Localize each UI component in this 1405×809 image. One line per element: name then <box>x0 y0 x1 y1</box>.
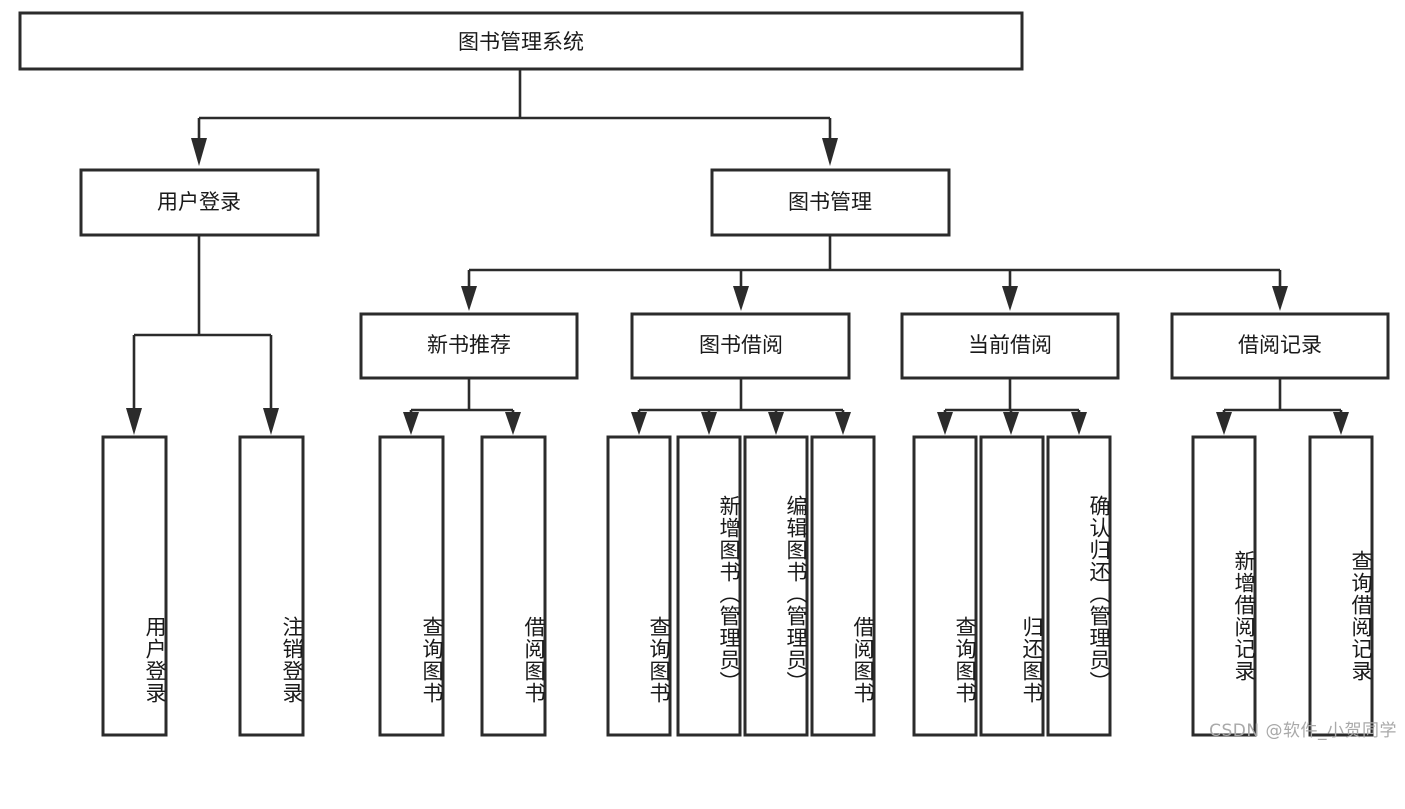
connector-group-book-management <box>461 234 1288 311</box>
arrow-head-leaf-add-record <box>1216 412 1232 435</box>
arrow-head-leaf-user-login <box>126 408 142 435</box>
diagram-canvas: 图书管理系统 用户登录 图书管理 新书推荐 图书借阅 当前借阅 借阅记录 <box>18 11 1390 737</box>
watermark-text: CSDN @软件_小贺同学 <box>1209 721 1397 741</box>
leaf-add-book-box[interactable] <box>676 435 742 737</box>
connector-group-current-borrow <box>937 379 1087 435</box>
node-book-management[interactable]: 图书管理 <box>710 168 951 237</box>
node-user-login-box[interactable] <box>79 168 320 237</box>
leaf-query-record-box[interactable] <box>1308 435 1374 737</box>
arrow-head-leaf-query-book-1 <box>403 412 419 435</box>
leaf-boxes <box>101 435 1374 737</box>
connector-group-new-book-recommend <box>403 379 521 435</box>
node-current-borrow-label: 当前借阅 <box>968 333 1052 357</box>
leaf-query-book-3-box[interactable] <box>912 435 978 737</box>
leaf-add-record-box[interactable] <box>1191 435 1257 737</box>
leaf-query-book-1-box[interactable] <box>378 435 445 737</box>
leaf-user-login-box[interactable] <box>101 435 168 737</box>
node-root-label: 图书管理系统 <box>458 30 584 54</box>
node-book-management-label: 图书管理 <box>788 190 872 214</box>
leaf-user-logout-box[interactable] <box>238 435 305 737</box>
connector-group-root <box>191 69 838 166</box>
leaf-borrow-book-1-box[interactable] <box>480 435 547 737</box>
arrow-head-leaf-query-record <box>1333 412 1349 435</box>
node-book-management-box[interactable] <box>710 168 951 237</box>
arrow-head-current-borrow <box>1002 286 1018 311</box>
leaf-confirm-return-box[interactable] <box>1046 435 1112 737</box>
node-user-login[interactable]: 用户登录 <box>79 168 320 237</box>
node-root-box[interactable] <box>18 11 1024 71</box>
node-new-book-recommend[interactable]: 新书推荐 <box>359 312 579 380</box>
arrow-head-leaf-borrow-book-2 <box>835 412 851 435</box>
arrow-head-new-book-recommend <box>461 286 477 311</box>
node-borrow-record[interactable]: 借阅记录 <box>1170 312 1390 380</box>
node-root[interactable]: 图书管理系统 <box>18 11 1024 71</box>
node-new-book-recommend-label: 新书推荐 <box>427 333 511 357</box>
flowchart-diagram: 图书管理系统 用户登录 图书管理 新书推荐 图书借阅 当前借阅 借阅记录 <box>18 11 1397 741</box>
arrow-head-leaf-edit-book <box>768 412 784 435</box>
leaf-borrow-book-2-box[interactable] <box>810 435 876 737</box>
arrow-head-leaf-confirm-return <box>1071 412 1087 435</box>
arrow-head-book-borrow <box>733 286 749 311</box>
arrow-head-leaf-return-book <box>1003 412 1019 435</box>
arrow-head-borrow-record <box>1272 286 1288 311</box>
connector-group-book-borrow <box>631 379 851 435</box>
arrow-head-leaf-borrow-book-1 <box>505 412 521 435</box>
node-borrow-record-box[interactable] <box>1170 312 1390 380</box>
arrow-head-user-login <box>191 138 207 166</box>
connector-group-user-login <box>126 235 279 435</box>
arrow-head-leaf-add-book <box>701 412 717 435</box>
node-new-book-recommend-box[interactable] <box>359 312 579 380</box>
connector-group-borrow-record <box>1216 379 1349 435</box>
arrow-head-book-management <box>822 138 838 166</box>
node-borrow-record-label: 借阅记录 <box>1238 333 1322 357</box>
arrow-head-leaf-user-logout <box>263 408 279 435</box>
node-book-borrow-box[interactable] <box>630 312 851 380</box>
node-book-borrow[interactable]: 图书借阅 <box>630 312 851 380</box>
node-current-borrow[interactable]: 当前借阅 <box>900 312 1120 380</box>
node-user-login-label: 用户登录 <box>157 190 241 214</box>
leaf-query-book-2-box[interactable] <box>606 435 672 737</box>
node-current-borrow-box[interactable] <box>900 312 1120 380</box>
arrow-head-leaf-query-book-3 <box>937 412 953 435</box>
leaf-edit-book-box[interactable] <box>743 435 809 737</box>
leaf-return-book-box[interactable] <box>979 435 1045 737</box>
node-book-borrow-label: 图书借阅 <box>699 333 783 357</box>
arrow-head-leaf-query-book-2 <box>631 412 647 435</box>
